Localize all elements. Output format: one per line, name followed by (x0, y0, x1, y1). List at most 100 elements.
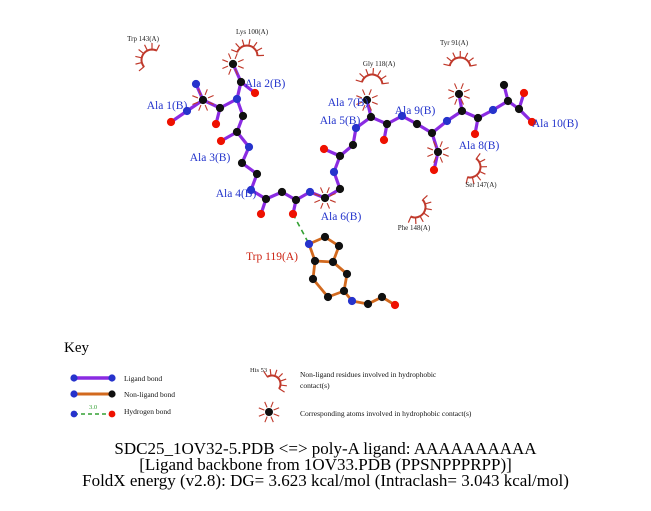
contact-spoke (198, 89, 202, 96)
contact-spoke (470, 64, 477, 67)
contact-spoke (463, 95, 470, 99)
contact-spoke (234, 68, 238, 75)
hydrophobic-atom-icon (258, 401, 280, 423)
atom-C (335, 184, 345, 194)
atom-C (320, 232, 330, 242)
contact-spoke (479, 170, 486, 175)
contact-spoke (235, 42, 241, 49)
contact-spoke (228, 53, 232, 60)
contact-spoke (439, 156, 443, 163)
atom-C (342, 269, 352, 279)
contact-spoke (270, 416, 274, 423)
atom-C (320, 193, 330, 203)
contact-spoke (258, 413, 265, 417)
contact-spoke (207, 95, 214, 99)
atom-C (454, 89, 464, 99)
contact-spoke (314, 193, 321, 197)
contact-spoke (222, 65, 229, 69)
ligand-residue-label: Ala 3(B) (190, 152, 231, 164)
atom-O (519, 88, 529, 98)
atom-C (198, 95, 208, 105)
contact-spoke (422, 194, 428, 201)
atom-C (362, 95, 372, 105)
ligand-bond-icon (70, 374, 116, 382)
contact-spoke (448, 89, 455, 93)
atom-C (363, 299, 373, 309)
atom-O (250, 88, 260, 98)
contact-spoke (376, 70, 382, 77)
contact-spoke (144, 44, 148, 51)
contact-spoke (356, 95, 363, 99)
caption-ligand-backbone: [Ligand backbone from 1OV33.PDB (PPSNPPP… (139, 455, 512, 474)
contact-spoke (479, 158, 486, 163)
key-row-hydrogen-bond: 3.0 Hydrogen bond (68, 403, 171, 419)
hydrogen-bond-label: Hydrogen bond (124, 406, 171, 416)
hydrophobic-residues-desc: Non-ligand residues involved in hydropho… (300, 370, 437, 390)
contact-spoke (471, 177, 475, 184)
contact-spoke (382, 82, 389, 85)
atom-N (305, 187, 315, 197)
contact-spoke (371, 101, 378, 105)
ligand-residue-label: Ala 8(B) (459, 140, 500, 152)
contact-spoke (326, 202, 330, 209)
hydrogen-bond-icon: 3.0 (70, 404, 116, 418)
atom-O (470, 129, 480, 139)
contact-spoke (425, 208, 432, 211)
contact-spoke (465, 177, 469, 184)
atom-O (319, 144, 329, 154)
atom-C (339, 286, 349, 296)
contact-spoke (365, 68, 369, 76)
contact-spoke (463, 89, 470, 93)
atom-O (256, 209, 266, 219)
contact-spoke (192, 95, 199, 99)
atom-O (211, 119, 221, 129)
contact-spoke (135, 55, 142, 59)
caption-title: SDC25_1OV32-5.PDB <=> poly-A ligand: AAA… (114, 439, 537, 458)
contact-spoke (156, 44, 160, 51)
contact-spoke (356, 101, 363, 105)
contact-spoke (320, 202, 324, 209)
contact-spoke (372, 68, 375, 75)
contact-spoke (241, 39, 245, 47)
contact-spoke (237, 59, 244, 63)
atom-O (429, 165, 439, 175)
contact-spoke (264, 416, 268, 423)
atom-C (310, 256, 320, 266)
atom-C (433, 147, 443, 157)
contact-spoke (452, 52, 457, 59)
hydrophobic-arc (236, 44, 259, 57)
atom-N (442, 116, 452, 126)
contact-spoke (454, 83, 458, 90)
ligand-residue-label: Ala 6(B) (321, 211, 362, 223)
contact-spoke (380, 75, 387, 80)
contact-spoke (433, 141, 437, 148)
atom-C (238, 111, 248, 121)
contact-spoke (329, 193, 336, 197)
contact-spoke (198, 104, 202, 111)
contact-spoke (222, 59, 229, 63)
atom-N (191, 79, 201, 89)
atom-N (182, 106, 192, 116)
residue-contact-label: Gly 118(A) (363, 60, 396, 68)
contact-spoke (368, 104, 372, 111)
hydrophobic-arc (410, 198, 427, 219)
contact-spoke (326, 187, 330, 194)
hydrophobic-arc (140, 48, 158, 68)
ligand-residue-label: Ala 10(B) (532, 118, 578, 130)
contact-spoke (264, 401, 268, 408)
atom-N (397, 111, 407, 121)
residue-contact-label: Tyr 91(A) (440, 39, 469, 47)
atom-C (412, 119, 422, 129)
contact-spoke (475, 153, 481, 159)
contact-spoke (443, 63, 450, 67)
atom-N (351, 123, 361, 133)
contact-spoke (234, 53, 238, 60)
atom-O (166, 117, 176, 127)
interaction-diagram: Trp 143(A)Lys 100(A)Gly 118(A)Tyr 91(A)S… (127, 28, 578, 310)
atom-C (514, 104, 524, 114)
atom-N (488, 105, 498, 115)
contact-spoke (192, 101, 199, 105)
ligand-residue-label: Ala 2(B) (245, 78, 286, 90)
contact-spoke (442, 147, 449, 151)
